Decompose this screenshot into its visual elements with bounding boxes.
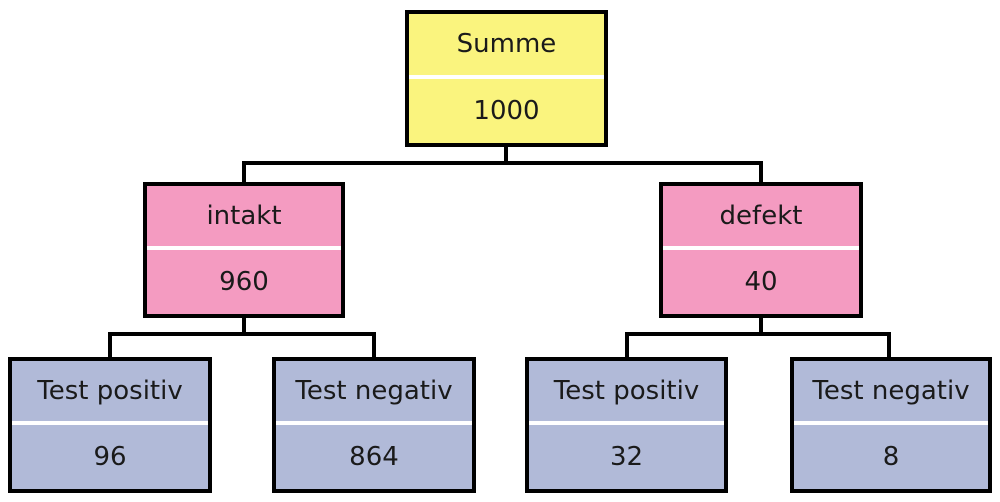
connector-leaf3-drop	[625, 332, 629, 357]
connector-leaf4-drop	[887, 332, 891, 357]
node-test-negativ-defekt-label: Test negativ	[794, 361, 988, 426]
node-intakt-value: 960	[219, 267, 269, 298]
node-test-positiv-defekt-label: Test positiv	[529, 361, 724, 426]
node-summe-label: Summe	[409, 14, 604, 79]
node-test-negativ-intakt-value: 864	[349, 442, 399, 473]
node-defekt-value: 40	[744, 267, 778, 298]
node-test-negativ-defekt-value: 8	[882, 442, 900, 473]
connector-leaf2-drop	[372, 332, 376, 357]
node-defekt: defekt 40	[659, 182, 863, 318]
connector-defekt-drop	[759, 161, 763, 182]
node-test-positiv-intakt-label: Test positiv	[12, 361, 208, 426]
node-test-negativ-intakt: Test negativ 864	[272, 357, 476, 493]
node-test-negativ-defekt: Test negativ 8	[790, 357, 992, 493]
connector-level2-hline	[242, 161, 763, 165]
node-summe-value: 1000	[473, 95, 540, 126]
node-intakt-label: intakt	[147, 186, 341, 251]
connector-defekt-stub	[759, 318, 763, 336]
connector-intakt-stub	[242, 318, 246, 336]
node-test-positiv-intakt-value: 96	[93, 442, 127, 473]
node-test-positiv-defekt-value: 32	[609, 442, 644, 473]
node-test-positiv-defekt: Test positiv 32	[525, 357, 728, 493]
connector-level3-right-hline	[625, 332, 891, 336]
connector-level3-left-hline	[108, 332, 376, 336]
connector-root-stub	[504, 147, 508, 165]
connector-leaf1-drop	[108, 332, 112, 357]
node-test-negativ-intakt-label: Test negativ	[276, 361, 472, 426]
connector-intakt-drop	[242, 161, 246, 182]
node-defekt-label: defekt	[663, 186, 859, 251]
node-intakt: intakt 960	[143, 182, 345, 318]
node-test-positiv-intakt: Test positiv 96	[8, 357, 212, 493]
node-summe: Summe 1000	[405, 10, 608, 147]
